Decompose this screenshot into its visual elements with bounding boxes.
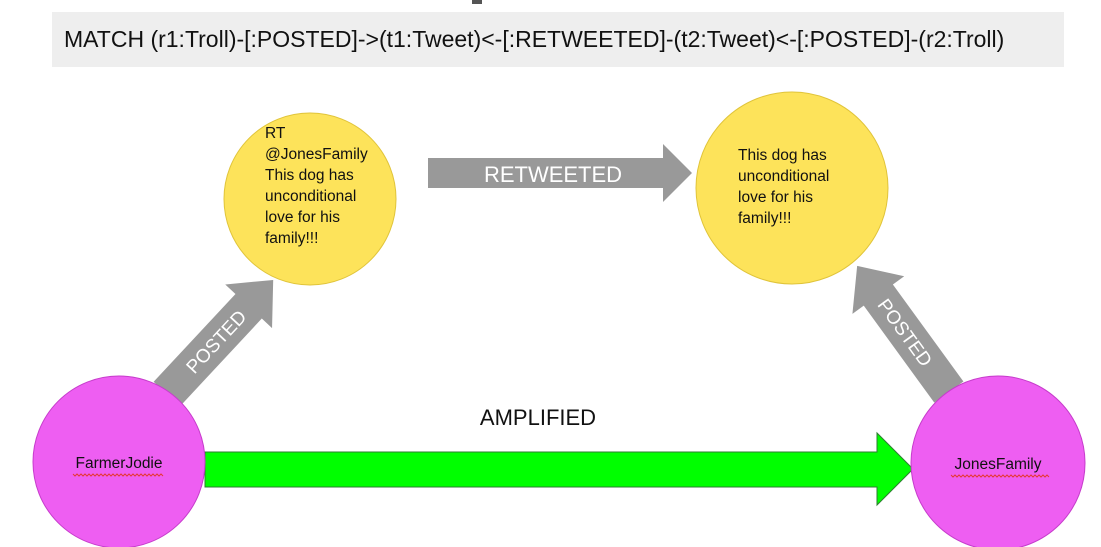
tweet-node-retweet-text: RT @JonesFamily This dog has uncondition… bbox=[265, 125, 372, 247]
troll-node-jonesfamily bbox=[910, 375, 1086, 547]
spellcheck-underline-jonesfamily bbox=[950, 474, 1050, 478]
amplified-label: AMPLIFIED bbox=[480, 405, 596, 430]
amplified-arrow bbox=[204, 431, 914, 507]
retweeted-label: RETWEETED bbox=[484, 162, 622, 187]
troll-node-jonesfamily-label: JonesFamily bbox=[955, 456, 1042, 473]
cypher-query-text: MATCH (r1:Troll)-[:POSTED]->(t1:Tweet)<-… bbox=[64, 26, 1005, 52]
spellcheck-underline-farmerjodie bbox=[72, 473, 164, 477]
posted-arrow-right: POSTED bbox=[852, 265, 964, 403]
tweet-node-original-text: This dog has unconditional love for his … bbox=[738, 147, 834, 227]
top-edge-mark bbox=[472, 0, 482, 4]
retweeted-arrow bbox=[428, 144, 692, 202]
tweet-node-retweet bbox=[223, 112, 397, 286]
troll-node-farmerjodie bbox=[32, 375, 206, 547]
troll-node-farmerjodie-label: FarmerJodie bbox=[76, 455, 163, 472]
tweet-node-original bbox=[695, 91, 889, 285]
cypher-query-bar: MATCH (r1:Troll)-[:POSTED]->(t1:Tweet)<-… bbox=[52, 12, 1064, 67]
